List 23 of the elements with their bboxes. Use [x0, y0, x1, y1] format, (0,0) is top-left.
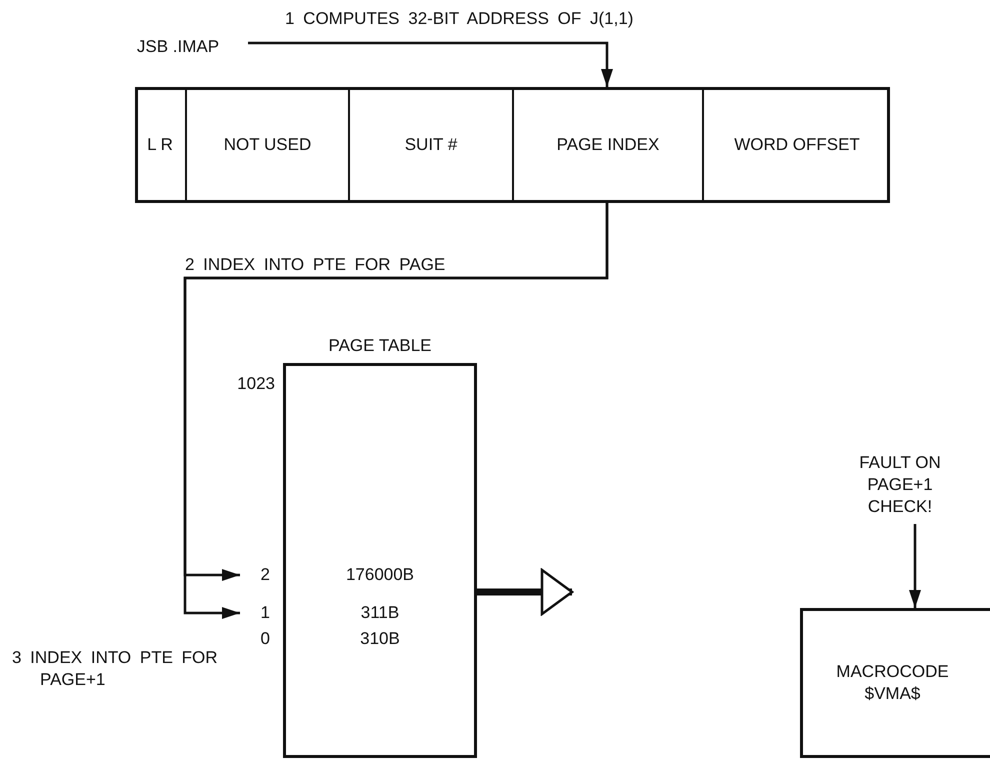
row-index: 1 — [260, 602, 270, 624]
register-box — [135, 87, 890, 203]
register-field: PAGE INDEX — [512, 87, 702, 203]
row-index: 1023 — [236, 373, 275, 395]
row-index: 2 — [260, 564, 270, 586]
edge-label: 3 INDEX INTO PTE FOR PAGE+1 — [12, 647, 219, 691]
table-entry: 176000B — [344, 564, 416, 586]
code-label: JSB .IMAP — [128, 36, 228, 58]
register-field: WORD OFFSET — [702, 87, 890, 203]
block-arrow — [477, 568, 574, 616]
arrow — [909, 524, 921, 608]
arrow — [248, 42, 613, 87]
row-index: 0 — [260, 628, 270, 650]
edge-label: 2 INDEX INTO PTE FOR PAGE — [185, 254, 446, 276]
note-text: FAULT ON PAGE+1 CHECK! — [850, 452, 950, 518]
register-field: L R — [135, 87, 185, 203]
edge-label: 1 COMPUTES 32-BIT ADDRESS OF J(1,1) — [285, 8, 634, 30]
register-field: SUIT # — [348, 87, 512, 203]
register-field: NOT USED — [185, 87, 348, 203]
table-title: PAGE TABLE — [328, 335, 432, 357]
table-entry: 311B — [360, 602, 400, 624]
table-entry: 310B — [359, 628, 401, 650]
process-box: MACROCODE $VMA$ — [800, 608, 990, 758]
